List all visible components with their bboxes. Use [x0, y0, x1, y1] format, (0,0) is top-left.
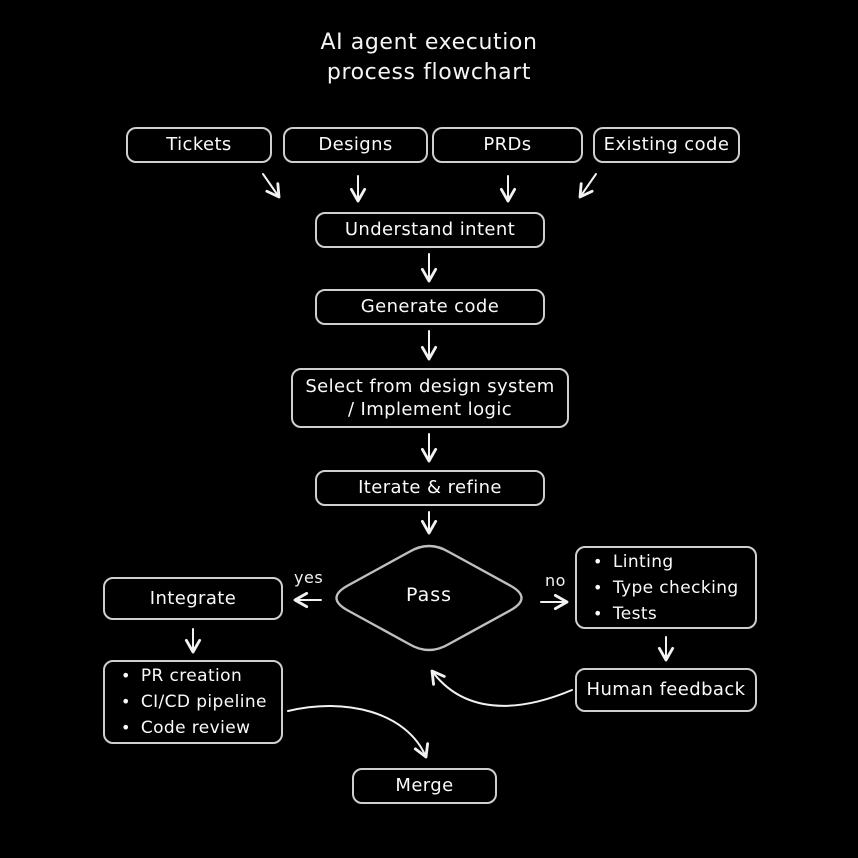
checks-item-tests-label: Tests: [612, 603, 658, 624]
arrow-human-feedback-to-decision: [430, 669, 573, 707]
node-existing-code[interactable]: Existing code: [593, 127, 740, 163]
pr-task-pr-creation-label: PR creation: [140, 666, 243, 686]
node-generate-code[interactable]: Generate code: [315, 289, 545, 325]
pr-task-code-review-label: Code review: [140, 718, 251, 738]
node-understand-intent-label: Understand intent: [344, 219, 516, 241]
node-select-implement-line2: / Implement logic: [347, 399, 513, 420]
node-prds[interactable]: PRDs: [432, 127, 583, 163]
checks-item-linting: • Linting: [593, 549, 674, 575]
node-iterate-refine-label: Iterate & refine: [358, 477, 502, 499]
edge-label-yes: yes: [294, 568, 324, 587]
arrow-existing-code-to-understand: [578, 173, 597, 199]
node-select-implement[interactable]: Select from design system / Implement lo…: [291, 368, 569, 428]
node-designs-label: Designs: [318, 134, 393, 156]
node-tickets-label: Tickets: [166, 134, 232, 156]
pr-task-cicd-pipeline-label: CI/CD pipeline: [140, 692, 267, 712]
node-iterate-refine[interactable]: Iterate & refine: [315, 470, 545, 506]
pr-task-pr-creation: • PR creation: [121, 663, 242, 689]
bullet-icon: •: [593, 577, 603, 597]
node-existing-code-label: Existing code: [603, 134, 730, 156]
node-generate-code-label: Generate code: [360, 296, 500, 318]
node-designs[interactable]: Designs: [283, 127, 428, 163]
checks-item-tests: • Tests: [593, 601, 657, 627]
page-title-line2: process flowchart: [326, 60, 532, 85]
node-human-feedback-label: Human feedback: [586, 679, 746, 701]
page-title: AI agent execution process flowchart: [0, 28, 858, 88]
edge-label-no: no: [545, 571, 566, 590]
node-human-feedback[interactable]: Human feedback: [575, 668, 757, 712]
bullet-icon: •: [121, 718, 131, 737]
node-merge[interactable]: Merge: [352, 768, 497, 804]
checks-item-linting-label: Linting: [612, 551, 674, 572]
bullet-icon: •: [121, 692, 131, 711]
bullet-icon: •: [593, 603, 603, 623]
bullet-icon: •: [593, 551, 603, 571]
node-understand-intent[interactable]: Understand intent: [315, 212, 545, 248]
bullet-icon: •: [121, 666, 131, 685]
arrow-tickets-to-understand: [262, 173, 281, 199]
node-decision-label: Pass: [405, 584, 453, 606]
node-pr-tasks[interactable]: • PR creation • CI/CD pipeline • Code re…: [103, 660, 283, 744]
node-prds-label: PRDs: [483, 134, 532, 156]
node-select-implement-line1: Select from design system: [305, 375, 555, 397]
page-title-line1: AI agent execution: [320, 30, 538, 55]
arrow-pr-tasks-to-merge: [287, 705, 430, 759]
checks-item-type-checking-label: Type checking: [612, 577, 739, 598]
node-merge-label: Merge: [395, 775, 454, 797]
node-integrate-label: Integrate: [149, 587, 237, 609]
node-integrate[interactable]: Integrate: [103, 577, 283, 620]
pr-task-cicd-pipeline: • CI/CD pipeline: [121, 689, 267, 715]
node-tickets[interactable]: Tickets: [126, 127, 272, 163]
checks-item-type-checking: • Type checking: [593, 575, 739, 601]
pr-task-code-review: • Code review: [121, 715, 250, 741]
node-checks[interactable]: • Linting • Type checking • Tests: [575, 546, 757, 629]
